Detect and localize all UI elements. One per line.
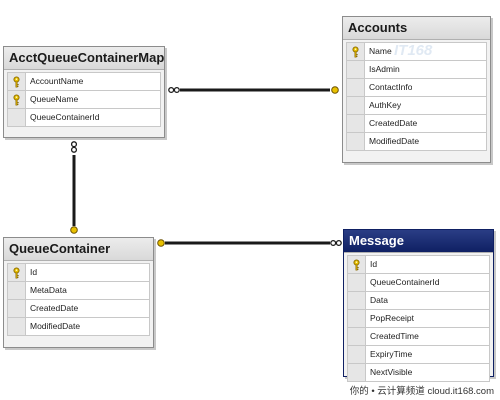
row-selector[interactable] bbox=[347, 43, 365, 60]
row-selector[interactable] bbox=[348, 274, 366, 291]
field-name: CreatedDate bbox=[30, 303, 79, 313]
primary-key-icon bbox=[13, 93, 20, 105]
table-row[interactable]: PopReceipt bbox=[348, 310, 489, 328]
key-end-icon bbox=[70, 226, 78, 234]
field-name: ContactInfo bbox=[369, 82, 413, 92]
primary-key-icon bbox=[13, 266, 20, 278]
table-row[interactable]: ExpiryTime bbox=[348, 346, 489, 364]
table-row[interactable]: CreatedTime bbox=[348, 328, 489, 346]
row-selector[interactable] bbox=[8, 91, 26, 108]
primary-key-icon bbox=[353, 258, 360, 270]
primary-key-icon bbox=[13, 75, 20, 87]
row-selector[interactable] bbox=[347, 61, 365, 78]
row-selector[interactable] bbox=[8, 109, 26, 126]
table-row[interactable]: ContactInfo bbox=[347, 79, 486, 97]
row-selector[interactable] bbox=[348, 310, 366, 327]
field-name: ModifiedDate bbox=[369, 136, 420, 146]
field-name: CreatedDate bbox=[369, 118, 418, 128]
many-end-icon bbox=[168, 86, 180, 94]
row-selector[interactable] bbox=[348, 364, 366, 381]
field-name: QueueContainerId bbox=[370, 277, 440, 287]
table-row[interactable]: IsAdmin bbox=[347, 61, 486, 79]
field-name: AuthKey bbox=[369, 100, 402, 110]
row-selector[interactable] bbox=[348, 256, 366, 273]
watermark-caption: 你的 • 云计算频道 cloud.it168.com bbox=[349, 386, 494, 397]
field-name: AccountName bbox=[30, 76, 84, 86]
field-name: QueueContainerId bbox=[30, 112, 100, 122]
key-end-icon bbox=[157, 239, 165, 247]
row-selector[interactable] bbox=[348, 346, 366, 363]
many-end-icon bbox=[330, 239, 342, 247]
many-end-icon bbox=[70, 141, 78, 153]
row-selector[interactable] bbox=[347, 133, 365, 150]
field-name: Name bbox=[369, 46, 392, 56]
row-selector[interactable] bbox=[8, 318, 26, 335]
table-title: Accounts bbox=[343, 17, 490, 40]
field-name: Id bbox=[370, 259, 378, 269]
row-selector[interactable] bbox=[8, 73, 26, 90]
table-row[interactable]: ModifiedDate bbox=[8, 318, 149, 336]
key-end-icon bbox=[331, 86, 339, 94]
field-name: Id bbox=[30, 267, 38, 277]
row-selector[interactable] bbox=[347, 97, 365, 114]
row-selector[interactable] bbox=[347, 79, 365, 96]
field-name: NextVisible bbox=[370, 367, 413, 377]
row-selector[interactable] bbox=[348, 292, 366, 309]
row-selector[interactable] bbox=[8, 282, 26, 299]
row-selector[interactable] bbox=[348, 328, 366, 345]
field-name: ExpiryTime bbox=[370, 349, 413, 359]
table-row[interactable]: Data bbox=[348, 292, 489, 310]
table-row[interactable]: CreatedDate bbox=[347, 115, 486, 133]
field-name: Data bbox=[370, 295, 388, 305]
table-row[interactable]: CreatedDate bbox=[8, 300, 149, 318]
table-row[interactable]: AccountName bbox=[8, 73, 160, 91]
table-title: AcctQueueContainerMap bbox=[4, 47, 164, 70]
table-title: Message bbox=[344, 230, 493, 253]
table-row[interactable]: NextVisible bbox=[348, 364, 489, 382]
table-row[interactable]: ModifiedDate bbox=[347, 133, 486, 151]
table-row[interactable]: AuthKey bbox=[347, 97, 486, 115]
field-name: IsAdmin bbox=[369, 64, 400, 74]
table-row[interactable]: QueueContainerId bbox=[348, 274, 489, 292]
field-name: QueueName bbox=[30, 94, 79, 104]
primary-key-icon bbox=[352, 45, 359, 57]
table-row[interactable]: QueueContainerId bbox=[8, 109, 160, 127]
row-selector[interactable] bbox=[347, 115, 365, 132]
watermark-top: IT168 bbox=[394, 42, 433, 59]
table-row[interactable]: MetaData bbox=[8, 282, 149, 300]
field-name: ModifiedDate bbox=[30, 321, 81, 331]
table-row[interactable]: Name bbox=[347, 43, 486, 61]
table-row[interactable]: Id bbox=[348, 256, 489, 274]
field-name: MetaData bbox=[30, 285, 67, 295]
table-title: QueueContainer bbox=[4, 238, 153, 261]
field-name: CreatedTime bbox=[370, 331, 419, 341]
table-row[interactable]: Id bbox=[8, 264, 149, 282]
field-name: PopReceipt bbox=[370, 313, 414, 323]
table-row[interactable]: QueueName bbox=[8, 91, 160, 109]
row-selector[interactable] bbox=[8, 264, 26, 281]
row-selector[interactable] bbox=[8, 300, 26, 317]
